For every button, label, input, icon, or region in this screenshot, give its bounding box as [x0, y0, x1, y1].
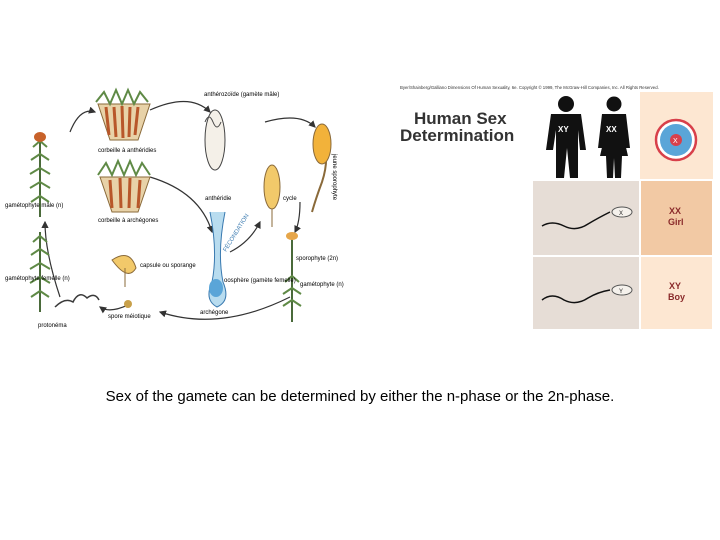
- boy-result-panel: [639, 255, 714, 330]
- cycle-arrow: [158, 296, 291, 320]
- label-young-sporophyte: jeune sporophyte: [331, 153, 337, 201]
- label-sporophyte: sporophyte (2n): [296, 256, 338, 262]
- label-antherozoid: anthérozoïde (gamète mâle): [204, 92, 279, 98]
- egg-chromosome-mark: [670, 134, 682, 146]
- protonema-drawing: [54, 294, 100, 308]
- sperm-x-tail: [541, 211, 611, 230]
- label-spore: spore méiotique: [108, 314, 151, 320]
- sporangium-drawing: [111, 255, 137, 287]
- slide-caption: Sex of the gamete can be determined by e…: [105, 388, 615, 405]
- cycle-arrow: [149, 100, 211, 113]
- sperm-x-head: [611, 206, 633, 218]
- label-female-gametophyte: gamétophyte femelle (n): [5, 276, 70, 282]
- label-fecundation: FÉCONDATION: [222, 213, 251, 253]
- moss-life-cycle-diagram: corbeille à anthéridies corbeille à arch…: [5, 87, 344, 329]
- label-antheridium: anthéridie: [205, 196, 232, 202]
- label-protonema: protonéma: [38, 323, 67, 329]
- cycle-arrow: [229, 220, 261, 253]
- boy-label: Boy: [668, 292, 685, 302]
- label-antheridia-cup: corbeille à anthéridies: [98, 148, 156, 154]
- sperm-y-tail: [541, 289, 611, 304]
- sperm-x-chromosome: X: [619, 211, 623, 217]
- capsule-drawing: [311, 123, 332, 213]
- title-line2: Determination: [400, 126, 514, 145]
- female-chromosomes: XX: [606, 125, 617, 134]
- antheridia-cup: [95, 87, 151, 141]
- male-silhouette: [546, 96, 586, 178]
- sperm-x-panel: [531, 179, 641, 257]
- label-male-gametophyte: gamétophyte mâle (n): [5, 203, 63, 209]
- title-line1: Human Sex: [414, 109, 507, 128]
- label-archegonium: archégone: [200, 310, 229, 316]
- label-capsule: capsule ou sporange: [140, 263, 196, 269]
- girl-chromosomes: XX: [669, 206, 681, 216]
- archegonium-drawing: [208, 211, 227, 308]
- label-archegonia-cup: corbeille à archégones: [98, 218, 158, 224]
- label-oosphere: oosphère (gamète femelle): [224, 278, 296, 284]
- cycle-arrow: [149, 176, 214, 234]
- antheridium-drawing: [204, 109, 226, 171]
- credit-line: Byer/Shainberg/Galliano Dimensions Of Hu…: [400, 85, 659, 90]
- female-gametophyte-plant: [29, 232, 51, 312]
- human-sex-determination-figure: Byer/Shainberg/Galliano Dimensions Of Hu…: [400, 85, 714, 330]
- boy-chromosomes: XY: [669, 281, 681, 291]
- male-gametophyte-plant: [29, 132, 51, 217]
- young-sporophyte-drawing: [263, 164, 281, 227]
- archegonia-cup: [97, 158, 151, 213]
- cycle-arrow: [69, 106, 97, 133]
- sperm-y-chromosome: Y: [619, 289, 623, 295]
- sporophyte-on-gametophyte: [282, 232, 302, 322]
- egg-chromosome: X: [673, 138, 678, 145]
- label-cycle: cycle: [283, 196, 297, 202]
- girl-label: Girl: [668, 217, 684, 227]
- spore-drawing: [124, 300, 132, 308]
- male-chromosomes: XY: [558, 125, 569, 134]
- cycle-arrow: [41, 220, 61, 298]
- cycle-arrow: [294, 201, 301, 234]
- label-gametophyte: gamétophyte (n): [300, 282, 344, 288]
- sperm-y-head: [611, 284, 633, 296]
- cycle-arrow: [264, 117, 316, 128]
- female-silhouette: [598, 96, 630, 178]
